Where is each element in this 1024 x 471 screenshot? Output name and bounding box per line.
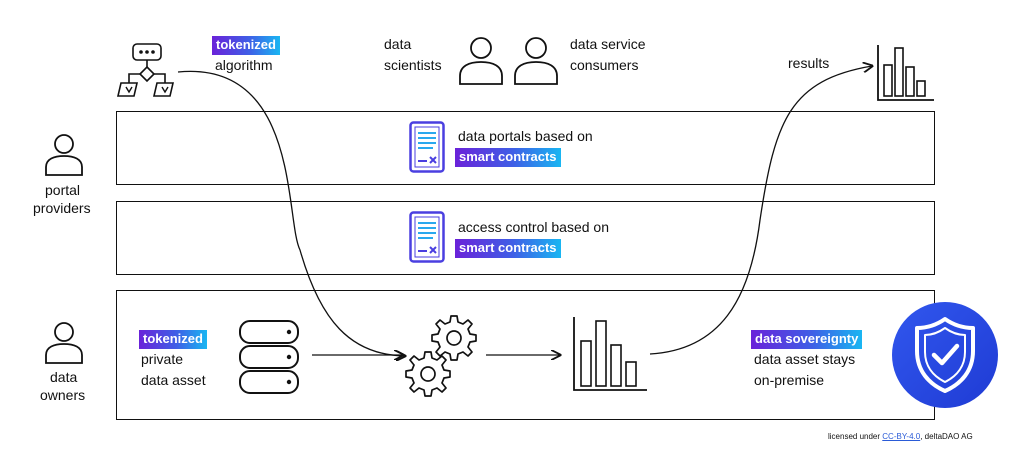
data-owners-line1: data bbox=[50, 369, 78, 385]
consumers-label-line2: consumers bbox=[570, 57, 639, 73]
license-credit-suffix: , deltaDAO AG bbox=[920, 432, 973, 441]
asset-label-line2: data asset bbox=[141, 372, 206, 388]
person-icon bbox=[514, 37, 558, 85]
sovereignty-label-line1: data asset stays bbox=[754, 351, 856, 367]
algorithm-label: algorithm bbox=[215, 57, 273, 73]
sovereignty-label-line2: on-premise bbox=[754, 372, 825, 388]
license-credit-prefix: licensed under bbox=[828, 432, 883, 441]
algorithm-icon bbox=[116, 43, 175, 97]
algorithm-flow-curve bbox=[177, 70, 405, 356]
person-icon bbox=[45, 322, 83, 364]
portal-providers-line1: portal bbox=[45, 182, 81, 198]
access-control-smart-contracts-badge: smart contracts bbox=[455, 239, 561, 258]
person-icon bbox=[459, 37, 503, 85]
shield-check-icon bbox=[892, 302, 998, 408]
asset-tokenized-badge: tokenized bbox=[139, 330, 207, 349]
portal-providers-line2: providers bbox=[33, 200, 91, 216]
algorithm-tokenized-badge: tokenized bbox=[212, 36, 280, 55]
asset-label-line1: private bbox=[141, 351, 184, 367]
consumers-label-line1: data service bbox=[570, 36, 646, 52]
results-label: results bbox=[788, 55, 830, 71]
scientists-label-line2: scientists bbox=[384, 57, 442, 73]
gears-icon bbox=[405, 315, 477, 397]
access-control-label: access control based on bbox=[458, 219, 609, 235]
person-icon bbox=[45, 134, 83, 176]
data-portals-smart-contracts-badge: smart contracts bbox=[455, 148, 561, 167]
data-portals-label: data portals based on bbox=[458, 128, 593, 144]
scientists-label-line1: data bbox=[384, 36, 412, 52]
document-icon bbox=[409, 121, 445, 173]
bar-chart-icon bbox=[573, 317, 647, 391]
data-owners-line2: owners bbox=[40, 387, 86, 403]
results-flow-curve bbox=[649, 66, 872, 355]
bar-chart-icon bbox=[877, 45, 934, 101]
data-sovereignty-badge: data sovereignty bbox=[751, 330, 863, 349]
document-icon bbox=[409, 211, 445, 263]
database-icon bbox=[239, 320, 299, 394]
license-credit: licensed under CC-BY-4.0, deltaDAO AG bbox=[828, 432, 973, 441]
layer-access-control bbox=[116, 201, 935, 275]
license-link[interactable]: CC-BY-4.0 bbox=[882, 432, 921, 441]
